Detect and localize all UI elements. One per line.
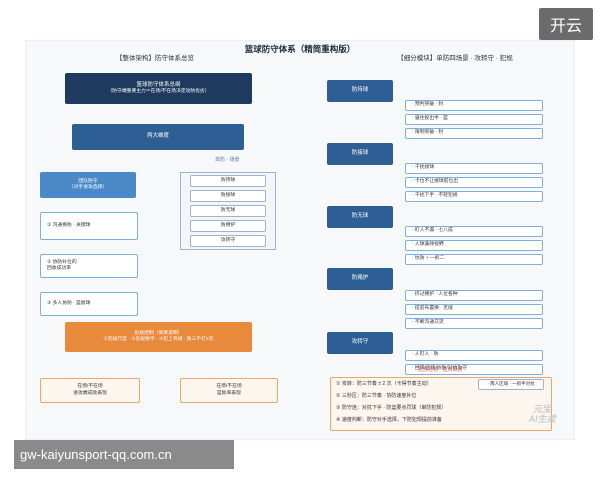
summary-line: ② 三秒区：防三节奏 · 协防速度补位 [336,393,417,399]
team-title: 团队防守 [78,178,98,184]
section-item: · 提前布置换 · 无缝 [405,304,543,315]
scenario-item: 防无球 [190,205,266,217]
left-subtitle: 【整体架构】防守体系总览 [116,55,194,62]
section-item: · 卡位不让接球前位出 [405,177,543,188]
section-title: 攻转守 [327,332,393,354]
section-item: · 不断沟通交流 [405,318,543,329]
section-title: 防无球 [327,206,393,228]
scenario-item: 防持球 [190,175,266,187]
scenario-item: 防掩护 [190,220,266,232]
section-item: · 挤过掩护 · 人位各种 [405,290,543,301]
summary-line: ① 攻转：防三节奏 ± 2 次（卡得节奏主动） [336,381,432,387]
section-item: · 逼住投出半 · 篮 [405,114,543,125]
section-item: · 盯人不漏 · 七八成 [405,226,543,237]
team-step: ① 沟通换防 · 关键球 [40,212,138,240]
summary-side-note: · 两人区域 · 一抓半对抗 [478,379,544,390]
foul-desc: ①犯规尺度 · ②犯规数字 · ③犯上有规 · 防三不打2次 [103,337,214,342]
foul-control-node: 犯规控制（简要说明） ①犯规尺度 · ②犯规数字 · ③犯上有规 · 防三不打2… [65,322,252,352]
level2-node: 两大维度 [72,124,244,150]
team-defense-node: 团队防守 （对手进攻选择） [40,172,136,198]
section-item: · 预判突破 · 封 [405,100,543,111]
team-step: ② 协防补位的 回收成功率 [40,254,138,278]
red-stamp: 犯规控制 · 犯规规则 [418,367,463,373]
section-title: 防接球 [327,143,393,165]
outcome-right: 在场/不在场 篮板率表现 [180,378,278,403]
outcome-left: 在场/不在场 进攻端成败表现 [40,378,140,403]
section-title: 防持球 [327,80,393,102]
section-item: · 挡转/后场/协防/对抗攻守 [405,364,543,375]
section-item: · 干扰接球 [405,163,543,174]
scenario-item: 防接球 [190,190,266,202]
ai-logo-mark: 元宝 AI生成 [528,404,556,424]
root-desc: （防守端重要主力＝在场/不在场决定攻防优劣） [107,88,210,94]
scenario-item: 攻转守 [190,235,266,247]
summary-line: ④ 速度判断：防守对手选择，下防犯规提前准备 [336,417,442,423]
corner-badge: 开云 [539,8,593,40]
foul-title: 犯规控制（简要说明） [134,330,183,336]
section-item: · 限制突破 · 封 [405,128,543,139]
watermark-bar: gw-kaiyunsport-qq.com.cn [14,440,234,469]
section-item: · 协防 + 一抓二 [405,254,543,265]
side-label: 单防 · 场景 [215,157,240,163]
section-item: · 人球兼顾视野 [405,240,543,251]
team-step: ③ 多人协防 · 篮板球 [40,292,138,316]
section-title: 防掩护 [327,268,393,290]
summary-line: ③ 防守连：对抗下手 · 防篮要点罚球（审防犯规） [336,405,447,411]
section-item: · 人盯人 · 防 [405,350,543,361]
root-node: 篮球防守体系总纲 （防守端重要主力＝在场/不在场决定攻防优劣） [65,73,252,104]
team-desc: （对手进攻选择） [68,185,108,190]
page-title: 篮球防守体系（精简重构版） [244,44,356,54]
right-subtitle: 【细分模块】单防四场景 · 攻转守 · 犯规 [397,55,513,62]
root-title: 篮球防守体系总纲 [136,81,181,88]
section-item: · 干扰下手 · 不轻犯规 [405,191,543,202]
